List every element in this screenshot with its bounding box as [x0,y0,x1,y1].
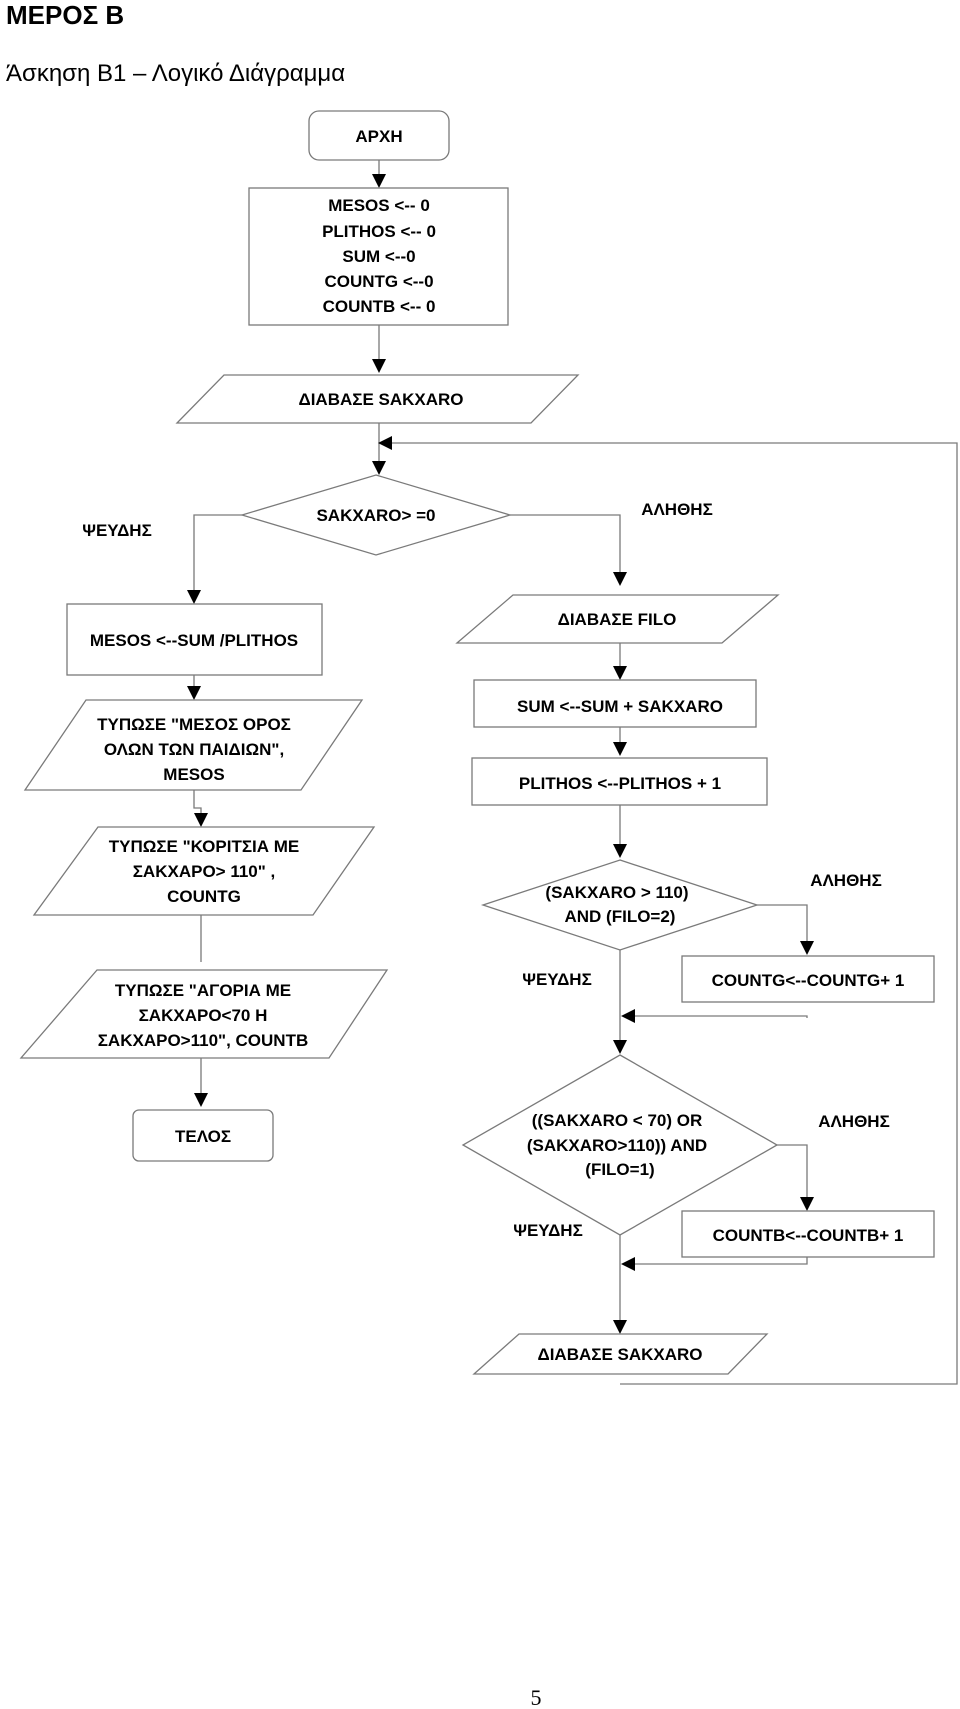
arrowhead [613,666,627,680]
girls-condition-decision: (SAKXARO > 110) AND (FILO=2) ΑΛΗΘΗΣ ΨΕΥΔ… [480,859,882,989]
girls-condition-line: (SAKXARO > 110) [545,883,688,902]
start-terminal: ΑΡΧΗ [308,110,450,161]
girls-condition-line: AND (FILO=2) [565,907,676,926]
arrowhead [372,174,386,188]
plithos-label: PLITHOS <--PLITHOS + 1 [519,774,721,793]
arrowhead [372,359,386,373]
mean-process: MESOS <--SUM /PLITHOS [66,603,323,676]
print-girls-line: ΤΥΠΩΣΕ "ΚΟΡΙΤΣΙΑ ΜΕ [109,837,300,856]
read-sakxaro-again-label: ΔΙΑΒΑΣΕ SAKXARO [537,1345,702,1364]
print-boys-line: ΤΥΠΩΣΕ "ΑΓΟΡΙΑ ΜΕ [115,981,291,1000]
print-mean-output: ΤΥΠΩΣΕ "ΜΕΣΟΣ ΟΡΟΣ ΟΛΩΝ ΤΩΝ ΠΑΙΔΙΩΝ", ME… [23,699,364,791]
loop-true-label: ΑΛΗΘΗΣ [641,500,713,519]
loop-false-label: ΨΕΥΔΗΣ [82,521,152,540]
boys-condition-line: (FILO=1) [585,1160,654,1179]
arrowhead [800,1197,814,1211]
boys-condition-line: (SAKXARO>110)) AND [527,1136,707,1155]
arrowhead [613,572,627,586]
arrowhead [372,461,386,475]
init-line: MESOS <-- 0 [328,196,430,215]
read-sakxaro-again-input: ΔΙΑΒΑΣΕ SAKXARO [472,1333,769,1375]
page-heading: ΜΕΡΟΣ Β [6,0,125,30]
print-boys-output: ΤΥΠΩΣΕ "ΑΓΟΡΙΑ ΜΕ ΣΑΚΧΑΡΟ<70 Η ΣΑΚΧΑΡΟ>1… [19,969,389,1059]
init-process: MESOS <-- 0 PLITHOS <-- 0 SUM <--0 COUNT… [248,187,509,326]
print-boys-line: ΣΑΚΧΑΡΟ>110", COUNTB [98,1031,309,1050]
arrowhead [613,1040,627,1054]
end-terminal: ΤΕΛΟΣ [132,1109,274,1162]
print-girls-line: COUNTG [167,887,241,906]
end-label: ΤΕΛΟΣ [175,1127,231,1146]
print-girls-output: ΤΥΠΩΣΕ "ΚΟΡΙΤΣΙΑ ΜΕ ΣΑΚΧΑΡΟ> 110" , COUN… [32,826,376,916]
arrowhead [378,436,392,450]
boys-condition-line: ((SAKXARO < 70) OR [532,1111,703,1130]
mean-label: MESOS <--SUM /PLITHOS [90,631,298,650]
countg-process: COUNTG<--COUNTG+ 1 [681,955,935,1003]
read-filo-label: ΔΙΑΒΑΣΕ FILO [558,610,677,629]
print-boys-line: ΣΑΚΧΑΡΟ<70 Η [139,1006,268,1025]
print-mean-line: ΤΥΠΩΣΕ "ΜΕΣΟΣ ΟΡΟΣ [97,715,291,734]
arrowhead [800,941,814,955]
init-line: COUNTB <-- 0 [323,297,436,316]
start-label: ΑΡΧΗ [355,127,402,146]
arrowhead [613,1320,627,1334]
print-girls-line: ΣΑΚΧΑΡΟ> 110" , [133,862,276,881]
boys-true-label: ΑΛΗΘΗΣ [818,1112,890,1131]
arrowhead [613,844,627,858]
print-mean-line: MESOS [163,765,224,784]
loop-condition-label: SAKXARO> =0 [316,506,435,525]
girls-false-label: ΨΕΥΔΗΣ [522,970,592,989]
boys-condition-decision: ((SAKXARO < 70) OR (SAKXARO>110)) AND (F… [461,1054,890,1240]
print-mean-line: ΟΛΩΝ ΤΩΝ ΠΑΙΔΙΩΝ", [104,740,284,759]
page-number: 5 [531,1685,542,1709]
init-line: SUM <--0 [342,247,415,266]
sum-label: SUM <--SUM + SAKXARO [517,697,723,716]
arrowhead [194,813,208,827]
arrowheads [187,174,814,1334]
arrowhead [613,742,627,756]
arrowhead [194,1093,208,1107]
arrowhead [621,1257,635,1271]
exercise-title: Άσκηση Β1 – Λογικό Διάγραμμα [6,60,346,87]
arrowhead [187,686,201,700]
girls-true-label: ΑΛΗΘΗΣ [810,871,882,890]
read-sakxaro-label: ΔΙΑΒΑΣΕ SAKXARO [298,390,463,409]
countg-label: COUNTG<--COUNTG+ 1 [712,971,905,990]
init-line: COUNTG <--0 [324,272,433,291]
boys-false-label: ΨΕΥΔΗΣ [513,1221,583,1240]
arrowhead [621,1009,635,1023]
sum-process: SUM <--SUM + SAKXARO [473,679,757,728]
connector-lines [193,160,958,1385]
plithos-process: PLITHOS <--PLITHOS + 1 [471,757,768,806]
arrowhead [187,590,201,604]
countb-process: COUNTB<--COUNTB+ 1 [681,1210,935,1258]
countb-label: COUNTB<--COUNTB+ 1 [713,1226,904,1245]
read-filo-input: ΔΙΑΒΑΣΕ FILO [455,594,780,644]
read-sakxaro-input: ΔΙΑΒΑΣΕ SAKXARO [175,374,580,424]
init-line: PLITHOS <-- 0 [322,222,436,241]
loop-condition-decision: SAKXARO> =0 ΨΕΥΔΗΣ ΑΛΗΘΗΣ [82,474,713,556]
